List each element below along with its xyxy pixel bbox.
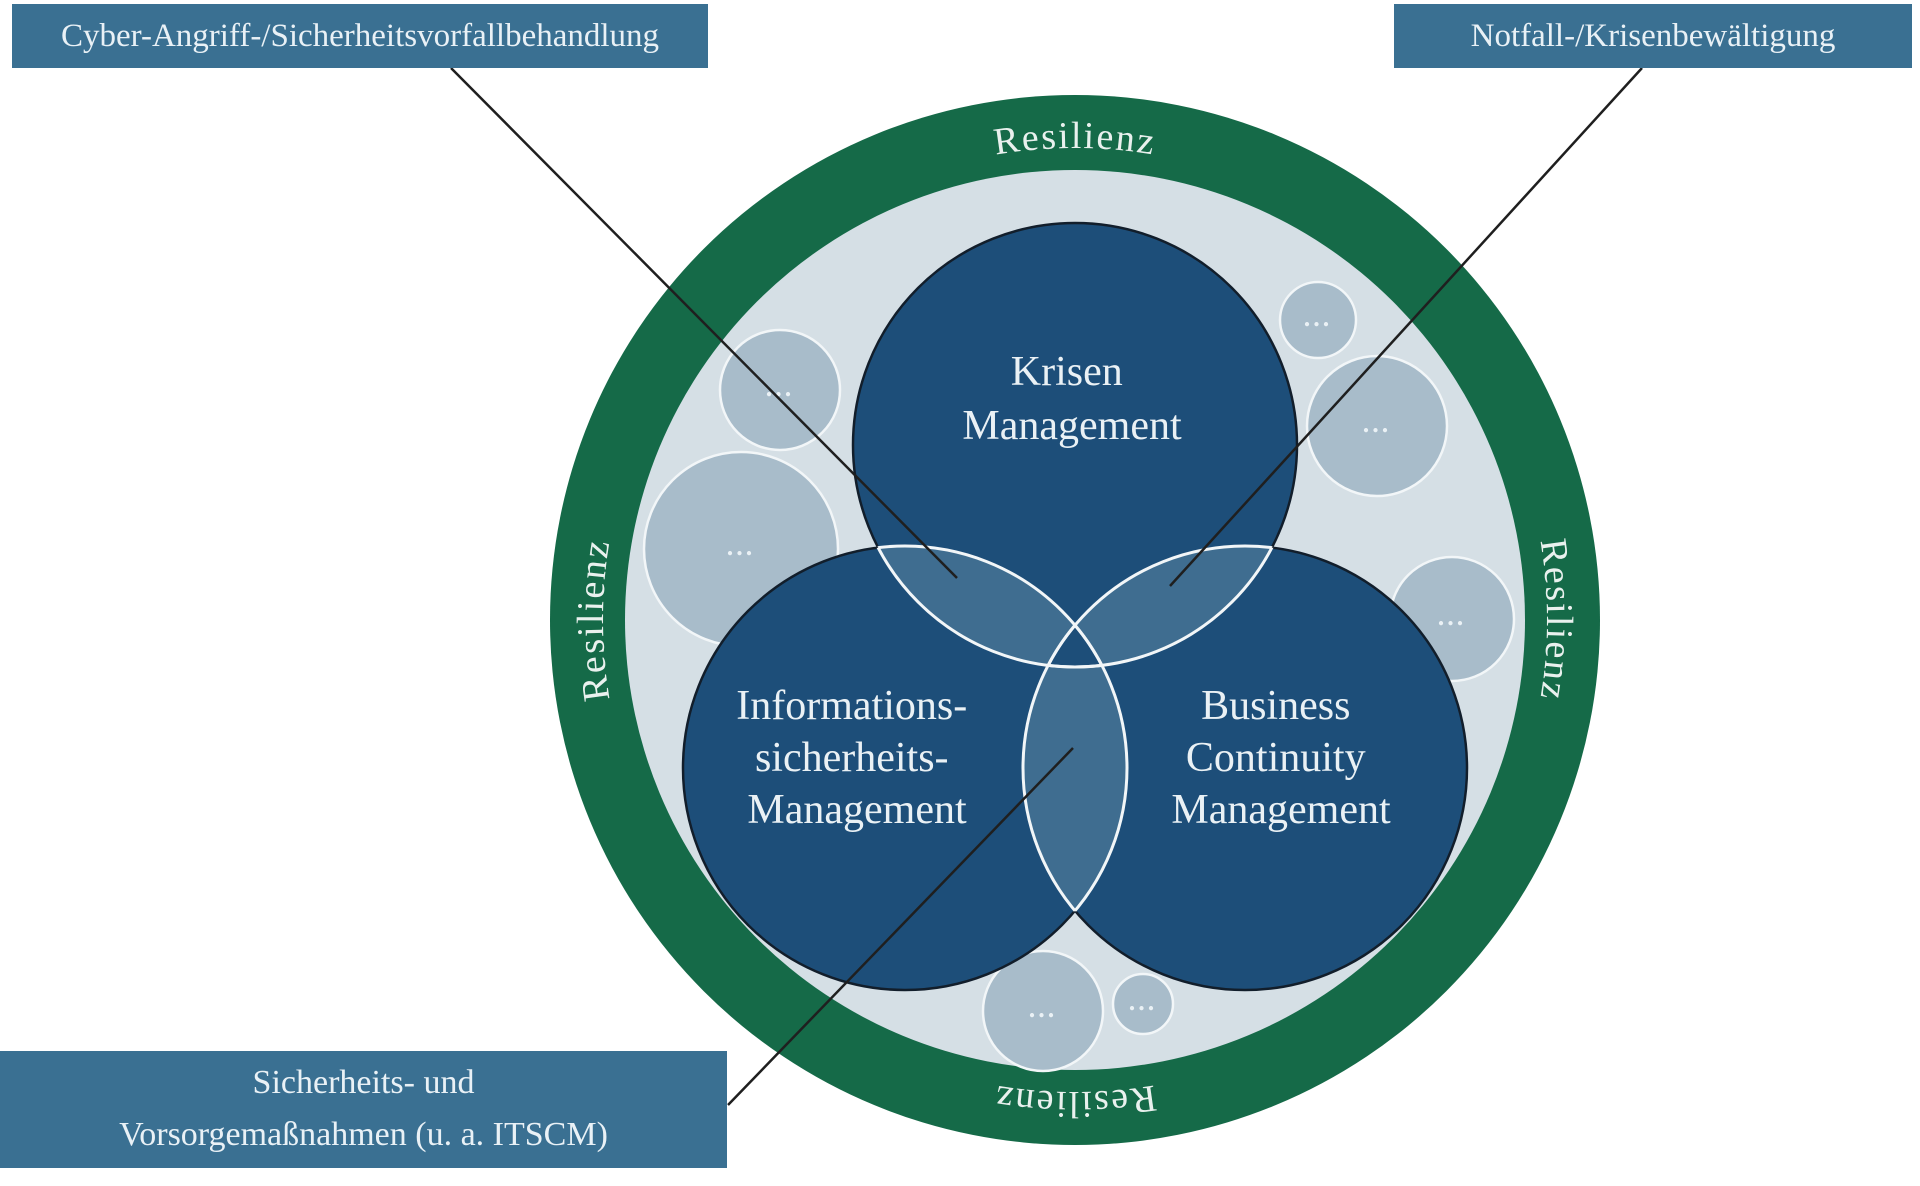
bubble-dots: ... <box>1129 987 1158 1016</box>
bubble-dots: ... <box>727 532 756 561</box>
ring-label-bottom: Resilienz <box>991 1076 1159 1125</box>
ring-label-text: Resilienz <box>570 536 617 704</box>
label-line: Continuity <box>1186 735 1366 781</box>
ring-label-right: Resilienz <box>1531 536 1580 704</box>
label-businesscontinuitymanagement: Business Continuity Management <box>1171 683 1391 833</box>
ring-label-text: Resilienz <box>1531 536 1578 704</box>
bubble-circle <box>718 328 842 452</box>
arc-ism-in-km <box>853 544 1129 667</box>
label-line: Management <box>1171 787 1391 833</box>
connector-lines <box>450 67 1643 1106</box>
arc-bcm-in-km <box>1021 544 1297 667</box>
arc-ism-in-bcm <box>1023 546 1129 990</box>
overlap-arcs <box>851 544 1299 990</box>
bubble-circle <box>1111 972 1175 1036</box>
callout-sicherheits-und-vorsorgemassnahmen: Sicherheits- und Vorsorgemaßnahmen (u. a… <box>0 1051 727 1168</box>
bubble-dots: ... <box>1363 409 1392 438</box>
overlap-krisen-bcm <box>1023 546 1297 667</box>
bubble-circle <box>1305 354 1449 498</box>
label-line: Krisen <box>1011 349 1123 395</box>
label-line: Management <box>962 403 1182 449</box>
bubble-circle <box>1278 280 1358 360</box>
bubble-dots: ... <box>1304 303 1333 332</box>
ring-label-top: Resilienz <box>991 115 1159 164</box>
label-line: Informations- <box>736 683 967 729</box>
callout-line: Vorsorgemaßnahmen (u. a. ITSCM) <box>119 1116 608 1153</box>
label-krisenmanagement: Krisen Management <box>962 349 1182 449</box>
label-line: Management <box>747 787 967 833</box>
connector-line-vorsorge <box>727 747 1074 1106</box>
connector-line-notfall <box>1169 67 1643 587</box>
callout-notfall-krisenbewaeltigung: Notfall-/Krisenbewältigung <box>1394 4 1912 68</box>
callout-cyber-angriff-sicherheitsvorfallbehandlung: Cyber-Angriff-/Sicherheitsvorfallbehandl… <box>12 4 708 68</box>
bubble-dots: ... <box>1029 994 1058 1023</box>
ring-label-text: Resilienz <box>991 115 1157 164</box>
connector-line-cyber-angriff <box>450 67 958 579</box>
overlap-krisen-ism <box>853 546 1127 667</box>
ring-label-text: Resilienz <box>991 1076 1157 1125</box>
bubble-circle <box>981 949 1105 1073</box>
bubble-dots: ... <box>1438 602 1467 631</box>
bubble-dots: ... <box>766 373 795 402</box>
callout-line: Sicherheits- und <box>252 1064 475 1101</box>
label-line: Business <box>1201 683 1350 729</box>
arc-km-in-bcm <box>1023 546 1299 669</box>
arc-bcm-in-ism <box>1021 546 1127 990</box>
label-line: sicherheits- <box>755 735 949 781</box>
label-informationssicherheitsmanagement: Informations- sicherheits- Management <box>736 683 977 833</box>
ring-label-left: Resilienz <box>570 536 619 704</box>
